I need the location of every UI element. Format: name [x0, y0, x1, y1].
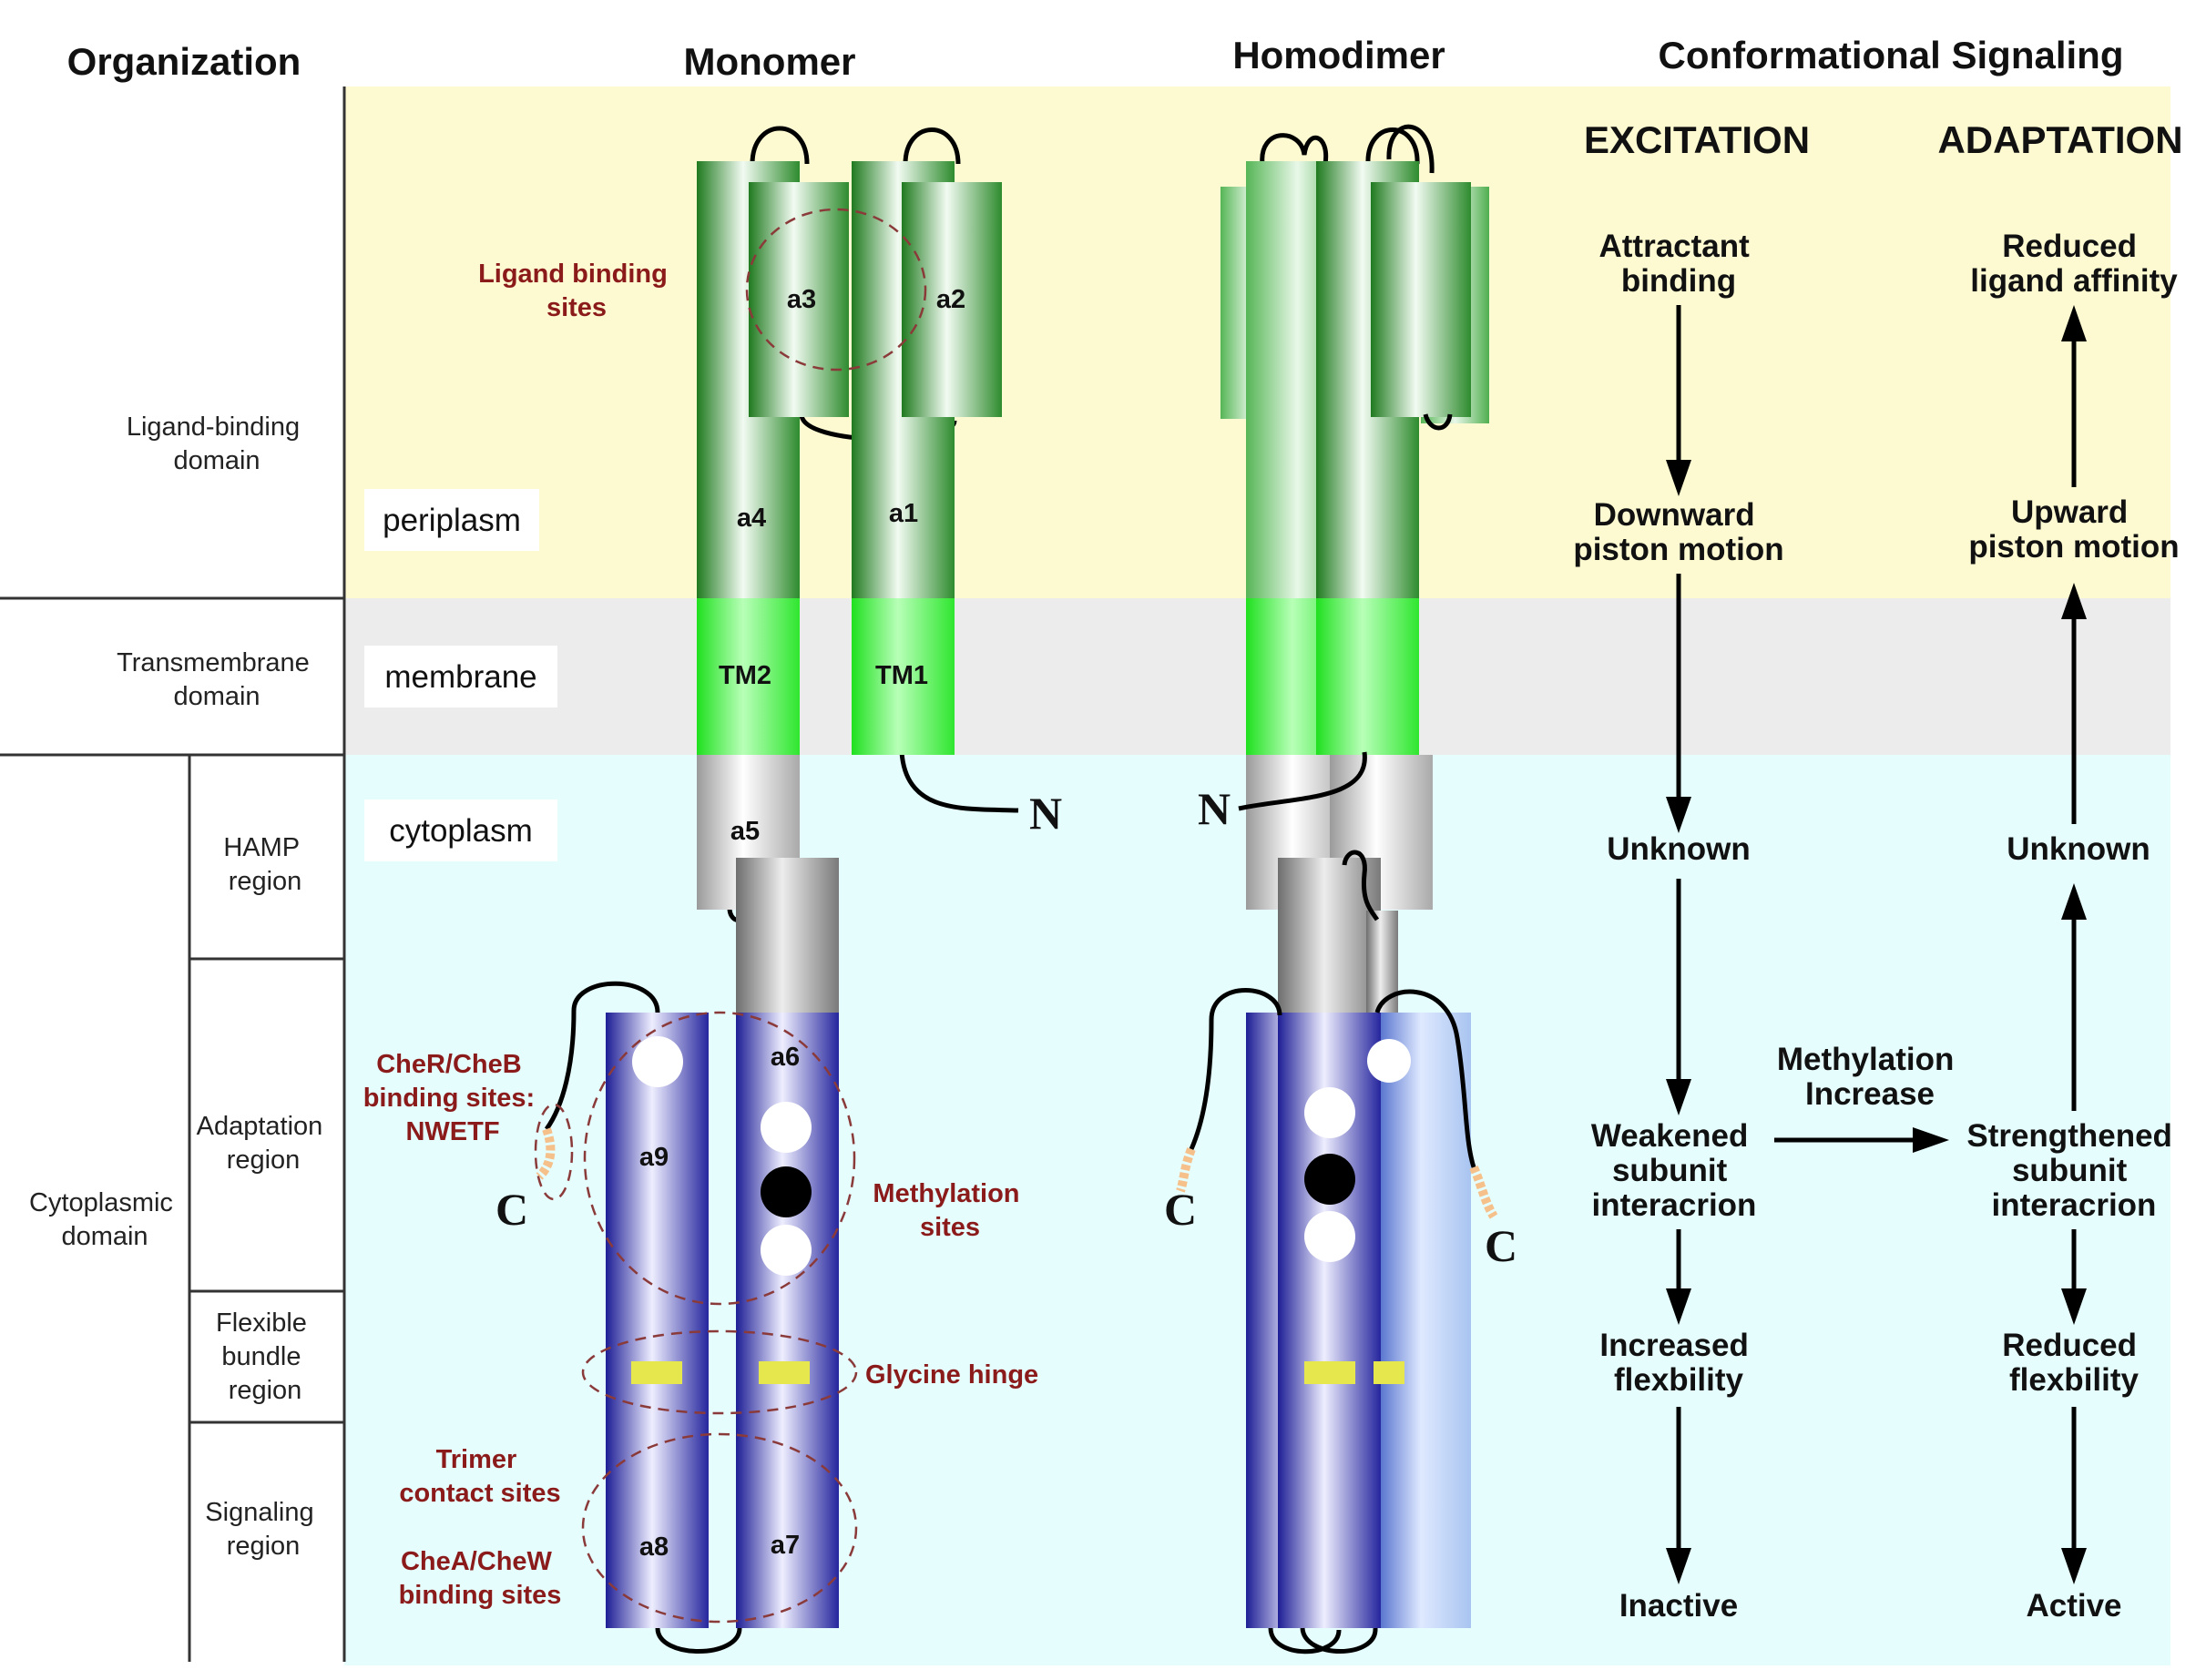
nwetf-ellipse: [534, 1103, 574, 1201]
glycine-hinge-a9: [631, 1361, 682, 1384]
helix-a3: [749, 182, 849, 417]
dimer-nwetf-right: [1469, 1165, 1498, 1219]
helix-a6-hamp: [736, 858, 839, 1013]
dimer-glycine-hinge-2: [1374, 1361, 1404, 1384]
nwetf-segment: [536, 1127, 556, 1180]
adaptation-step-reduced-flexibility: Reduced flexbility: [2002, 1328, 2146, 1398]
helix-tm2: [697, 598, 800, 755]
dimer-c-terminus-left: C: [1164, 1184, 1197, 1235]
excitation-step-downward-piston: Downward piston motion: [1573, 497, 1783, 567]
annotation-cher-cheb: CheR/CheB binding sites: NWETF: [363, 1050, 543, 1146]
excitation-step-inactive: Inactive: [1619, 1588, 1738, 1624]
annotation-chea-chew: CheA/CheW binding sites: [399, 1547, 562, 1610]
signaling-site-ellipse: [581, 1432, 858, 1624]
dimer-methylation-dot-back: [1367, 1039, 1411, 1083]
adaptation-step-unknown: Unknown: [2007, 831, 2150, 867]
dimer-methylation-dot-1: [1304, 1087, 1355, 1138]
dimer-nwetf-left: [1176, 1147, 1196, 1193]
header-organization: Organization: [67, 40, 301, 83]
header-conformational-signaling: Conformational Signaling: [1659, 34, 2124, 76]
organization-table-lines: [0, 87, 346, 1662]
header-monomer: Monomer: [684, 40, 856, 83]
org-cytoplasmic-domain: Cytoplasmic domain: [29, 1188, 180, 1251]
dimer-tm-2: [1316, 598, 1419, 755]
label-a6: a6: [771, 1043, 800, 1072]
dimer-c-terminus-right: C: [1485, 1220, 1517, 1271]
conformational-signaling: EXCITATION ADAPTATION Attractant binding…: [1573, 118, 2182, 1624]
methylation-dot-3: [761, 1225, 812, 1276]
excitation-title: EXCITATION: [1584, 118, 1810, 161]
monomer: a3 a2 a4 a1 TM2 TM1 a5 a6 a9 a8 a7 N C L…: [363, 126, 1062, 1654]
annotation-trimer-contact: Trimer contact sites: [399, 1445, 560, 1508]
adaptation-step-reduced-affinity: Reduced ligand affinity: [1970, 229, 2178, 299]
membrane-label-box: [364, 646, 557, 708]
label-a4: a4: [737, 504, 766, 533]
label-a8: a8: [639, 1532, 669, 1562]
org-flexible-bundle-region: Flexible bundle region: [216, 1308, 314, 1405]
methylation-dot-1: [761, 1102, 812, 1153]
annotation-glycine-hinge: Glycine hinge: [865, 1360, 1038, 1390]
annotation-ligand-binding-sites: Ligand binding sites: [478, 260, 675, 322]
label-tm2: TM2: [719, 661, 771, 690]
glycine-hinge-ellipse: [581, 1329, 858, 1415]
membrane-label: membrane: [384, 659, 536, 695]
adaptation-step-upward-piston: Upward piston motion: [1968, 494, 2179, 565]
label-tm1: TM1: [875, 661, 928, 690]
dimer-blue-back-right: [1371, 1013, 1471, 1628]
excitation-step-unknown: Unknown: [1607, 831, 1750, 867]
label-a1: a1: [889, 499, 918, 528]
dimer-glycine-hinge-1: [1304, 1361, 1355, 1384]
label-a7: a7: [771, 1531, 800, 1560]
methylation-dot-2: [761, 1166, 812, 1217]
org-hamp-region: HAMP region: [223, 833, 306, 896]
cytoplasm-label-box: [364, 799, 557, 861]
label-a3: a3: [787, 285, 816, 314]
label-a5: a5: [730, 817, 760, 846]
adaptation-step-strengthened: Strengthened subunit interacrion: [1966, 1118, 2180, 1223]
periplasm-label-box: [364, 489, 539, 551]
label-a9: a9: [639, 1143, 669, 1172]
helix-a2: [902, 182, 1002, 417]
transition-arrowhead: [1913, 1127, 1949, 1153]
helix-tm1: [852, 598, 955, 755]
ligand-site-ellipse: [745, 208, 927, 372]
methylation-site-ellipse: [583, 1011, 856, 1306]
excitation-step-attractant-binding: Attractant binding: [1598, 229, 1758, 299]
monomer-c-terminus: C: [495, 1184, 528, 1235]
org-signaling-region: Signaling region: [205, 1498, 321, 1561]
excitation-step-increased-flexibility: Increased flexbility: [1599, 1328, 1757, 1398]
org-adaptation-region: Adaptation region: [197, 1112, 331, 1175]
dimer-n-terminus: N: [1198, 783, 1231, 834]
header-homodimer: Homodimer: [1232, 34, 1445, 76]
monomer-n-terminus: N: [1029, 788, 1062, 839]
label-a2: a2: [936, 285, 965, 314]
helix-a9: [606, 1013, 709, 1628]
glycine-hinge-a6: [759, 1361, 810, 1384]
adaptation-step-active: Active: [2026, 1588, 2121, 1624]
excitation-step-weakened: Weakened subunit interacrion: [1591, 1118, 1757, 1223]
excitation-arrows: [1666, 305, 1691, 1584]
periplasm-label: periplasm: [383, 503, 521, 538]
dimer-methylation-dot-3: [1304, 1211, 1355, 1262]
adaptation-title: ADAPTATION: [1937, 118, 2182, 161]
adaptation-arrows: [2061, 305, 2087, 1584]
transition-methylation-increase: Methylation Increase: [1777, 1042, 1963, 1112]
dimer-methylation-dot-2: [1304, 1154, 1355, 1205]
org-transmembrane-domain: Transmembrane domain: [117, 648, 317, 711]
cytoplasm-label: cytoplasm: [389, 813, 533, 849]
dimer-helix-3: [1371, 182, 1471, 417]
homodimer: N C C: [1164, 124, 1517, 1655]
org-ligand-binding-domain: Ligand-binding domain: [127, 412, 307, 475]
methylation-dot-a9: [632, 1036, 683, 1087]
annotation-methylation-sites: Methylation sites: [873, 1179, 1026, 1242]
